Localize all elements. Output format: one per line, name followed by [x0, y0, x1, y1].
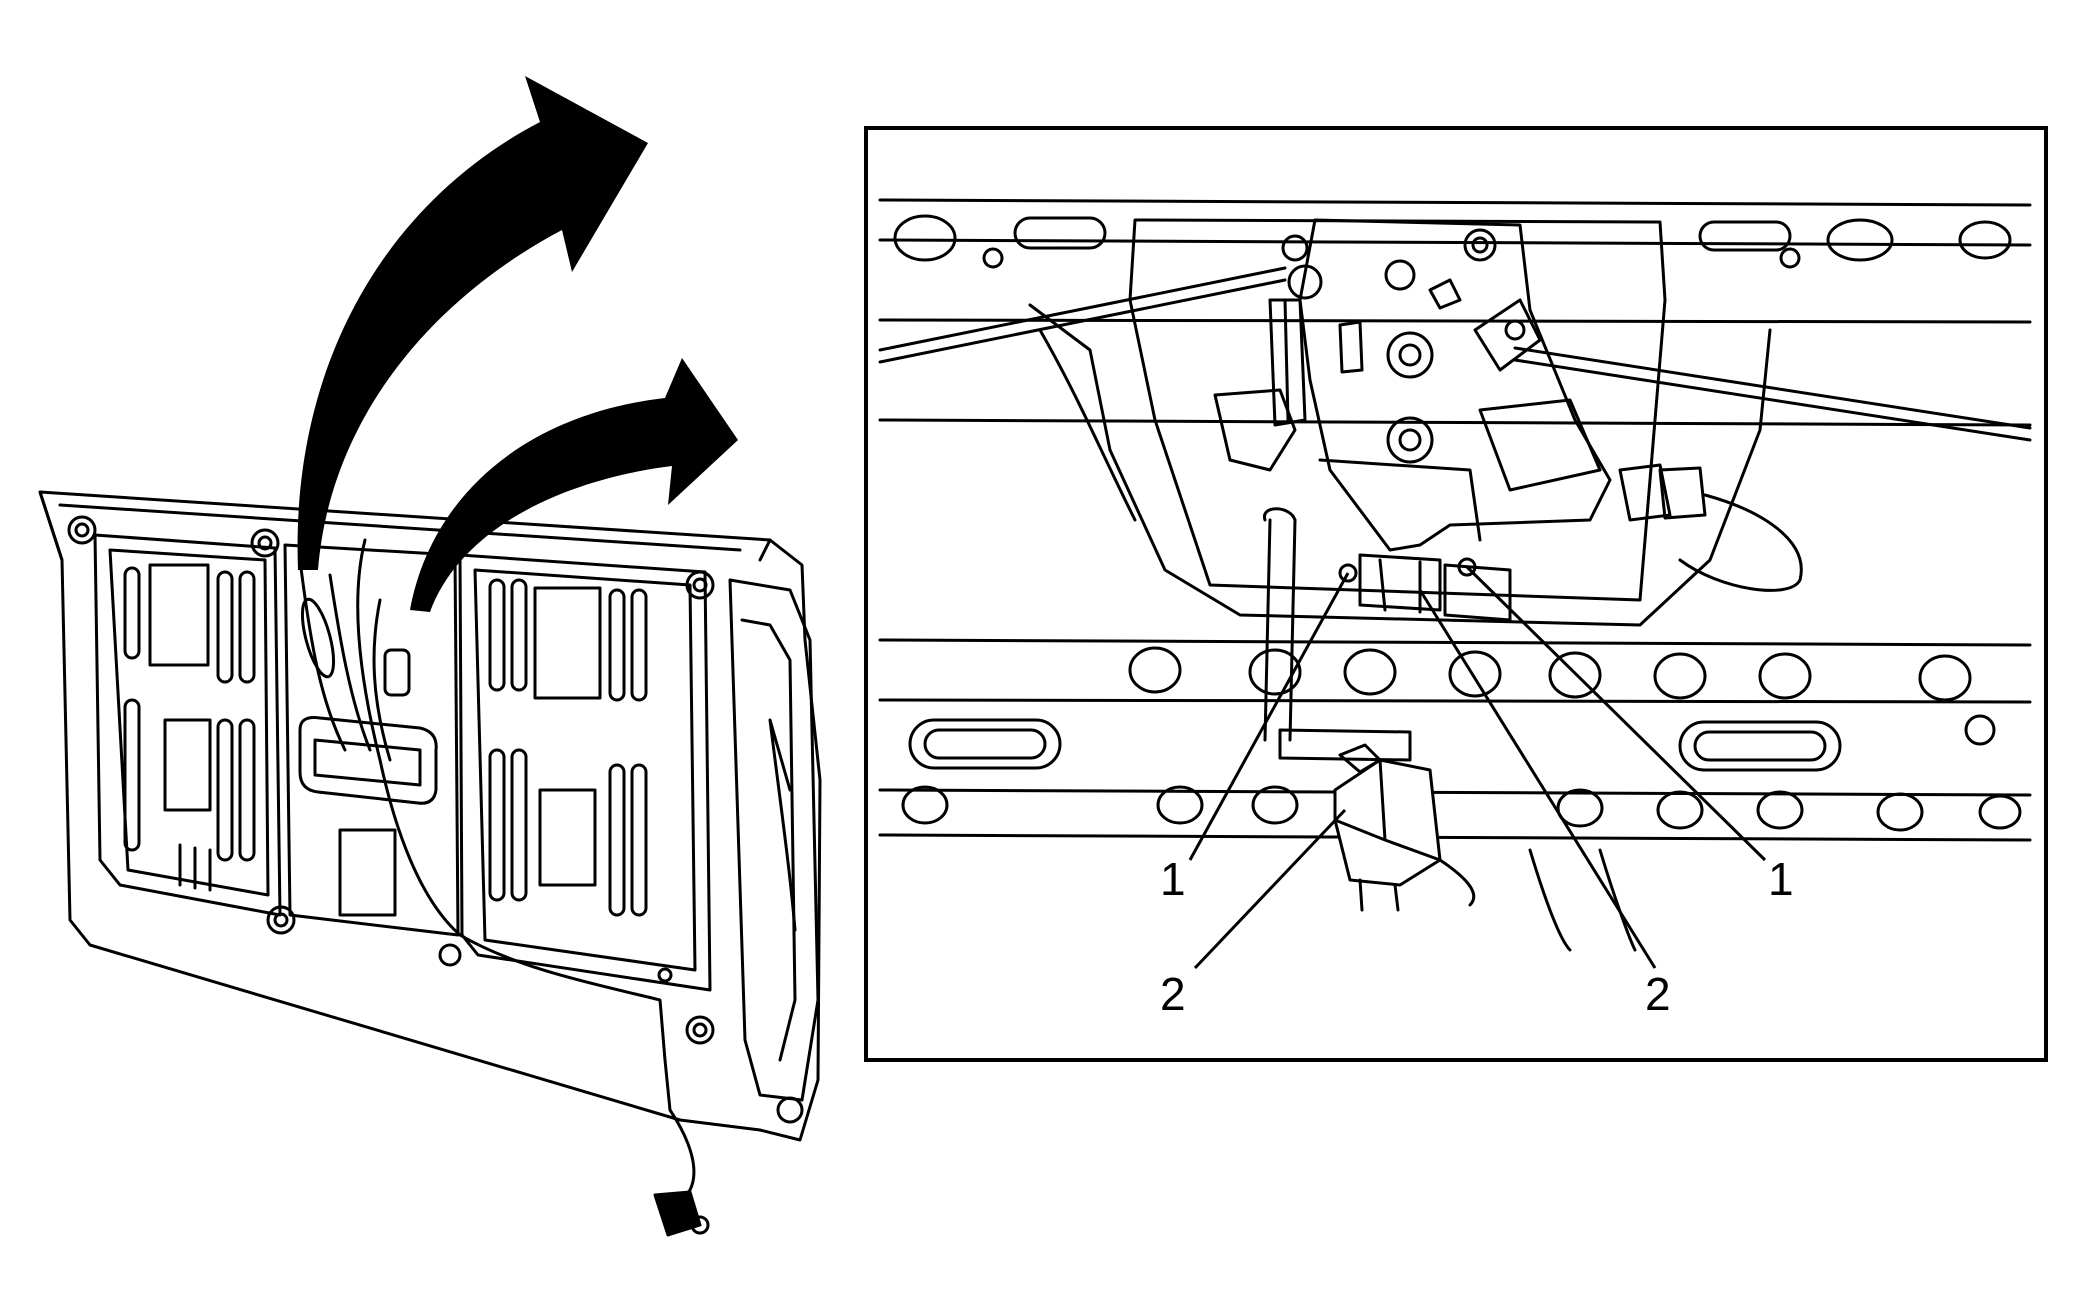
- handle-opening: [300, 597, 336, 679]
- tailgate-overview: [38, 490, 822, 1237]
- callout-2-right: 2: [1645, 968, 1671, 1020]
- right-harness-connector: [1618, 463, 1803, 592]
- latch-bolt-lower: [1386, 416, 1434, 464]
- harness-plug: [1333, 743, 1476, 912]
- tailgate-outer-outline: [38, 490, 822, 1142]
- callout-2-left: 2: [1160, 968, 1186, 1020]
- upper-rail: [878, 198, 2032, 427]
- latch-bolt-upper: [1463, 228, 1497, 262]
- right-inner-frame: [458, 553, 712, 992]
- latch-bolt-center: [1386, 331, 1434, 379]
- callout-1-right: 1: [1768, 853, 1794, 905]
- latch-switch-assembly: [1338, 553, 1512, 622]
- tailgate-wiring-harness: [356, 538, 696, 1214]
- lower-curved-arrow: [410, 358, 738, 612]
- lower-rail: [878, 638, 2032, 842]
- leader-1-left: [1188, 572, 1350, 861]
- center-lower-box: [338, 828, 397, 917]
- tailgate-top-lip: [38, 490, 772, 562]
- harness-end-connector: [653, 1190, 710, 1237]
- latch-detail-view: [878, 198, 2032, 952]
- latch-pocket: [1128, 218, 1667, 602]
- callout-1-left: 1: [1160, 853, 1186, 905]
- upper-rail-slots: [893, 214, 2012, 269]
- latch-harness-cable: [1263, 518, 1297, 742]
- tailgate-end-cap: [728, 578, 820, 1102]
- switch-screw-left: [1338, 563, 1358, 583]
- lower-rail-holes: [901, 646, 2022, 832]
- left-panel-ribs: [123, 563, 256, 892]
- panel-bolts: [67, 515, 804, 1124]
- leader-2-left: [1193, 808, 1347, 970]
- right-panel-ribs: [488, 578, 648, 917]
- upper-curved-arrow: [297, 76, 648, 570]
- switch-screw-right: [1457, 557, 1477, 577]
- left-latch-rod: [878, 266, 1287, 364]
- left-inner-frame: [93, 533, 282, 917]
- leader-2-right: [1418, 589, 1657, 969]
- latch-mechanism: [1298, 218, 1612, 552]
- right-latch-rod: [1513, 346, 2032, 442]
- callout-leaders: [1188, 565, 1767, 970]
- leader-1-right: [1465, 565, 1767, 862]
- direction-arrows: [297, 76, 738, 612]
